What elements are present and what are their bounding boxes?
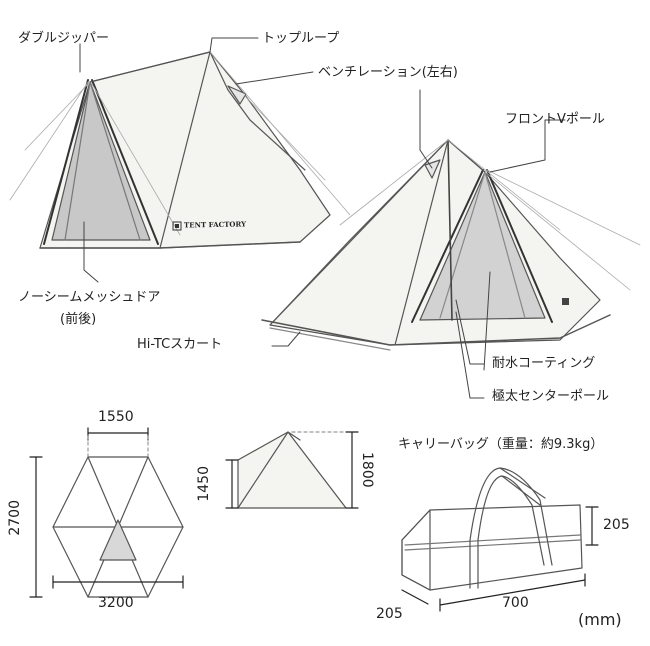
- dim-bag-depth: 205: [376, 606, 403, 622]
- label-carry-bag: キャリーバッグ（重量：約9.3kg）: [398, 437, 604, 452]
- dim-bag-height: 205: [603, 517, 630, 533]
- dim-hex-width: 3200: [98, 595, 134, 611]
- label-front-v-pole: フロントVポール: [505, 112, 605, 127]
- dim-side-low: 1450: [196, 466, 212, 502]
- label-mesh-door: ノーシームメッシュドア: [18, 290, 161, 305]
- tent-factory-logo: [172, 221, 182, 231]
- label-top-loop: トップループ: [262, 31, 340, 46]
- front-tent-illustration: [261, 139, 641, 351]
- dim-side-high: 1800: [359, 452, 375, 488]
- carry-bag-illustration: [401, 467, 599, 612]
- dim-unit: (mm): [578, 610, 622, 629]
- label-hitc-skirt: Hi-TCスカート: [137, 337, 223, 352]
- front-tent-logo-mark: [562, 298, 569, 305]
- label-ventilation: ベンチレーション(左右): [318, 65, 458, 80]
- side-view-profile: [225, 431, 359, 509]
- dim-hex-height: 2700: [7, 500, 23, 536]
- label-thick-center-pole: 極太センターポール: [492, 389, 610, 404]
- label-mesh-door-sub: (前後): [60, 312, 97, 327]
- back-tent-illustration: [9, 51, 351, 249]
- label-waterproof-coating: 耐水コーティング: [492, 356, 596, 371]
- label-double-zipper: ダブルジッパー: [18, 31, 110, 46]
- dim-bag-length: 700: [502, 595, 529, 611]
- dim-hex-top: 1550: [98, 409, 134, 425]
- hexagon-floor-plan: [29, 427, 184, 598]
- brand-logo-text: TENT FACTORY: [183, 219, 247, 230]
